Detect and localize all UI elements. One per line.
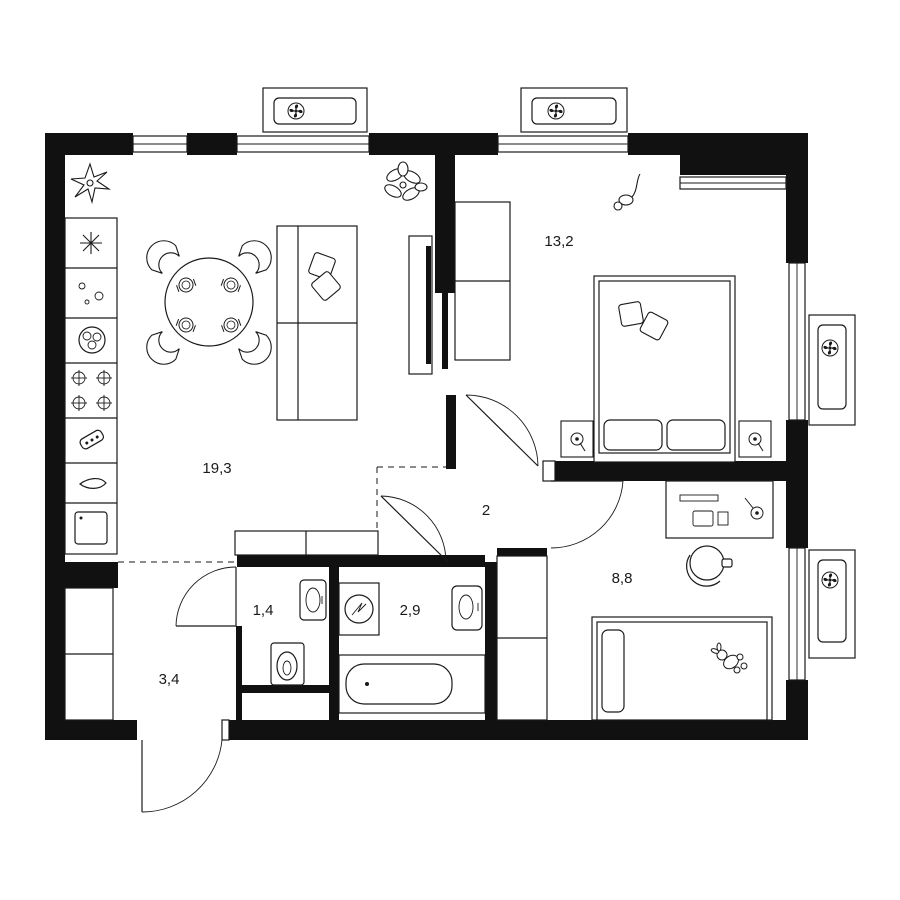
plant-icon bbox=[384, 161, 428, 201]
snowflake-icon bbox=[80, 232, 102, 254]
fan-icon bbox=[821, 571, 839, 589]
boiler-icon bbox=[338, 582, 380, 636]
cat-icon bbox=[613, 173, 641, 211]
area-label-bathroom: 2,9 bbox=[400, 602, 421, 619]
drop-icon bbox=[78, 478, 107, 489]
shoe-cabinet bbox=[234, 530, 379, 556]
desk-chair bbox=[686, 545, 733, 587]
single-bed bbox=[591, 616, 773, 721]
entrance-wardrobe bbox=[64, 587, 114, 721]
area-label-living-kitchen: 19,3 bbox=[202, 460, 231, 477]
bathtub bbox=[338, 654, 486, 714]
tv-stand bbox=[408, 235, 433, 375]
fan-icon bbox=[287, 102, 305, 120]
cooktop-icon bbox=[71, 370, 112, 411]
area-label-bedroom: 13,2 bbox=[544, 233, 573, 250]
sofa bbox=[276, 225, 358, 421]
bathroom-sink bbox=[451, 585, 483, 631]
kettle-icon bbox=[78, 282, 104, 305]
double-bed bbox=[560, 275, 772, 463]
kitchen-counter bbox=[64, 217, 118, 555]
kitchen-sink bbox=[74, 511, 108, 545]
wardrobe bbox=[454, 201, 511, 361]
area-label-toilet: 1,4 bbox=[253, 602, 274, 619]
ac-units bbox=[262, 87, 856, 659]
plant-icon bbox=[70, 162, 112, 205]
area-label-child-room: 8,8 bbox=[612, 570, 633, 587]
wardrobe-child bbox=[496, 555, 548, 721]
toilet-room-fixtures bbox=[270, 579, 327, 686]
fan-icon bbox=[547, 102, 565, 120]
fruit-bowl-icon bbox=[78, 326, 106, 354]
fan-icon bbox=[821, 339, 839, 357]
knife-board-icon bbox=[79, 429, 105, 450]
dining-set bbox=[139, 233, 279, 372]
desk bbox=[665, 480, 774, 539]
area-label-hall: 2 bbox=[482, 502, 490, 519]
doors bbox=[141, 394, 624, 813]
zone-boundaries bbox=[118, 466, 446, 563]
windows bbox=[132, 135, 806, 681]
area-label-entrance: 3,4 bbox=[159, 671, 180, 688]
teddy-bunny-icon bbox=[710, 642, 748, 674]
